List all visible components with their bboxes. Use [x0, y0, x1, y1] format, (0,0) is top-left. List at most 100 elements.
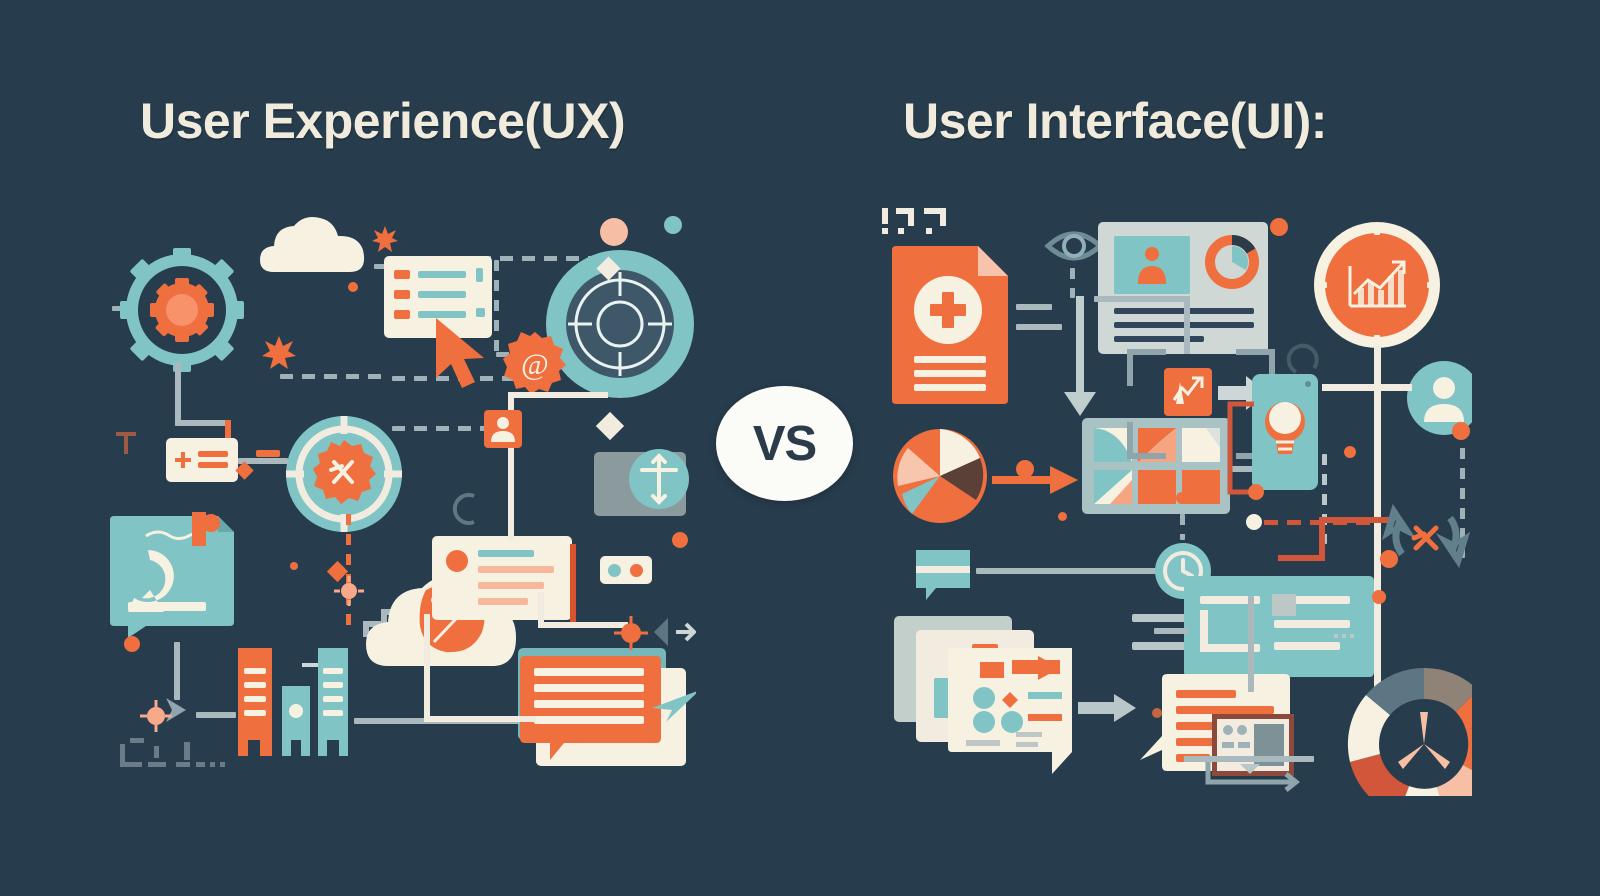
connector-line: [424, 614, 430, 722]
connector-line: [1016, 304, 1052, 310]
arrow-icon: [1062, 296, 1096, 420]
cloud-icon: [260, 214, 370, 274]
connector-line: [1016, 324, 1062, 330]
connector-dashed: [456, 256, 596, 261]
connector-dashed: [280, 374, 390, 379]
dot-decor: [1016, 460, 1034, 478]
profile-window-icon: [1098, 222, 1268, 354]
connector-line: [976, 568, 1158, 574]
connector-line: [174, 642, 180, 700]
starburst-icon: [372, 226, 398, 252]
decor-marks: [882, 208, 956, 236]
connector-line: [1248, 596, 1254, 692]
connector-line: [1094, 296, 1190, 302]
connector-line: [1184, 296, 1190, 354]
grid-gallery-icon: [1082, 418, 1230, 514]
dot-decor: [1452, 422, 1470, 440]
connector-dashed-orange: [346, 514, 351, 626]
connector-dashed: [494, 260, 499, 356]
document-plus-icon: [892, 246, 1008, 404]
arrow-icon: [1078, 694, 1136, 722]
growth-chart-badge-icon: [1312, 220, 1442, 350]
eye-icon: [1044, 226, 1104, 266]
decor-marks: [1286, 342, 1322, 378]
connector-line-orange: [256, 450, 280, 457]
connector-line: [238, 458, 288, 464]
user-avatar-circle-icon: [1406, 360, 1472, 436]
dot-decor: [1248, 484, 1264, 500]
connector-dashed: [1460, 428, 1465, 558]
bar-buildings-icon: [282, 686, 310, 756]
dot-decor: [348, 282, 358, 292]
arrow-icon: [992, 464, 1078, 496]
chat-bubble-icon: [520, 656, 668, 766]
starburst-icon: [262, 336, 296, 370]
pie-chart-icon: [892, 428, 988, 524]
starburst-icon: [140, 700, 172, 732]
bar-buildings-icon: [318, 648, 348, 756]
settings-sync-icon: [1381, 498, 1471, 574]
page-title-ux: User Experience(UX): [140, 93, 626, 149]
arrow-icon: [644, 686, 696, 726]
dot-decor: [1252, 436, 1262, 446]
decor-marks: [448, 492, 482, 526]
stacked-documents-icon: [948, 648, 1076, 774]
arrow-icon: [650, 614, 696, 650]
dot-decor: [1246, 514, 1262, 530]
refresh-speech-bubble-icon: [110, 516, 234, 638]
connector-dashed: [1180, 514, 1185, 540]
donut-chart-icon: [1344, 664, 1472, 796]
connector-line: [424, 716, 536, 722]
diamond-icon: [235, 461, 254, 480]
target-circle-icon: [544, 248, 696, 400]
connector-dashed: [1070, 268, 1075, 298]
connector-line-orange: [1278, 496, 1394, 562]
dot-decor: [1270, 218, 1288, 236]
page-title-ui: User Interface(UI):: [903, 93, 1327, 149]
at-symbol-badge-icon: @: [503, 332, 566, 394]
gear-icon: [120, 248, 244, 372]
card-shadow: [570, 544, 576, 622]
chat-bubble-icon: [916, 548, 976, 600]
diamond-icon: [595, 411, 625, 441]
bar-buildings-icon: [238, 648, 272, 756]
svg-text:@: @: [521, 348, 549, 381]
connector-dashed: [392, 426, 520, 431]
dot-decor: [672, 532, 688, 548]
connector-line: [538, 622, 628, 628]
connector-line: [1184, 756, 1314, 762]
move-arrows-icon: [628, 448, 690, 510]
text-speech-bubble-icon: [1184, 576, 1374, 708]
ui-illustration-panel: [872, 196, 1472, 796]
decor-marks: [116, 432, 138, 456]
dot-decor: [1058, 512, 1067, 521]
dot-decor: [1152, 708, 1162, 718]
donut-chart-card-icon: [1205, 235, 1259, 289]
bracket-frame: [1226, 401, 1262, 496]
vs-badge: VS: [716, 386, 853, 501]
connector-dashed: [1322, 454, 1327, 544]
dot-decor: [1344, 446, 1356, 458]
dot-decor: [202, 514, 220, 532]
starburst-icon: [334, 576, 364, 606]
dot-decor: [600, 218, 628, 246]
plus-equals-card-icon: [166, 438, 238, 482]
connector-line: [1322, 384, 1412, 391]
connector-line: [508, 392, 608, 398]
connector-line: [175, 362, 181, 426]
user-avatar-square-icon: [484, 410, 522, 448]
arrow-icon: [1202, 758, 1301, 794]
dot-decor: [1176, 492, 1188, 504]
phone-lightbulb-icon: [1252, 374, 1318, 490]
decor-bar: [192, 512, 206, 546]
starburst-icon: [614, 616, 648, 650]
checkmark-chart-square-icon: [1164, 368, 1212, 416]
dot-decor: [1372, 590, 1386, 604]
dot-decor: [124, 636, 140, 652]
connector-line: [1154, 628, 1188, 634]
connector-line: [508, 392, 514, 540]
dot-decor: [1380, 550, 1398, 568]
decor-marks: [120, 738, 240, 774]
ux-illustration-panel: @: [104, 196, 696, 796]
